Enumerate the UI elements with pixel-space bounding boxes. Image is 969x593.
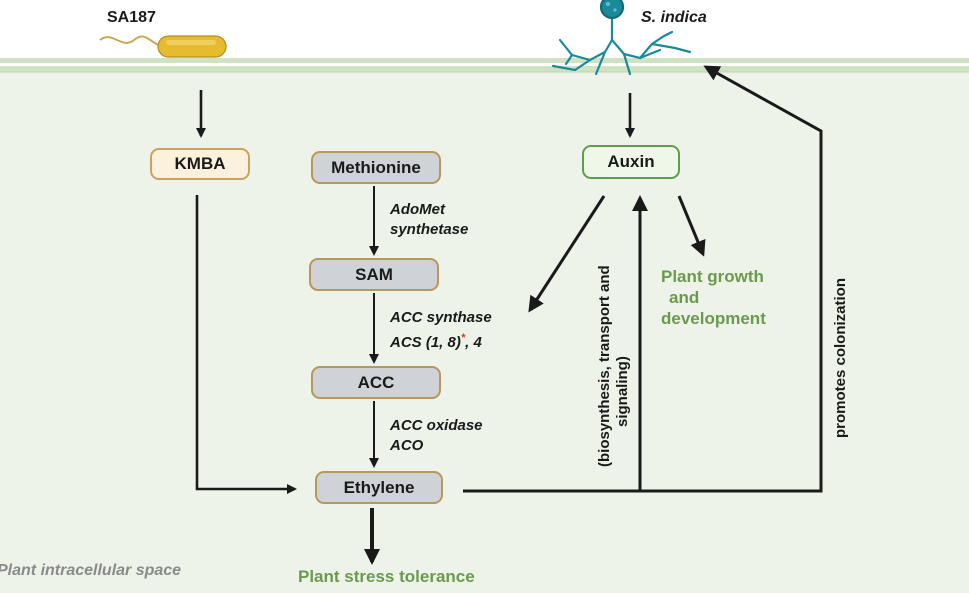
enzyme-adomet-synthetase: AdoMet synthetase: [390, 200, 468, 240]
bacterium-label: SA187: [107, 9, 156, 26]
outcome-growth: Plant growth and development: [661, 266, 766, 329]
enzyme-acs-suffix: , 4: [465, 334, 482, 351]
region-label: Plant intracellular space: [0, 562, 182, 579]
enzyme-aco: ACO: [390, 437, 424, 454]
arrow-auxin-to-sam: [528, 195, 606, 313]
auxin-role-line2: signaling): [614, 356, 631, 427]
enzyme-acs-isoforms: ACS (1, 8)*, 4: [390, 328, 492, 353]
enzyme-adomet-line2: synthetase: [390, 221, 469, 238]
arrow-auxin-to-growth: [677, 195, 706, 257]
colonization-annotation: promotes colonization: [832, 277, 849, 438]
arrow-kmba-to-ethylene: [195, 195, 297, 494]
fungus-icon: [551, 0, 692, 76]
enzyme-acc-oxidase-line1: ACC oxidase: [390, 417, 483, 434]
node-sam: SAM: [309, 258, 439, 291]
plasma-membrane: [0, 58, 969, 73]
auxin-role-annotation: (biosynthesis, transport and signaling): [596, 265, 632, 467]
node-ethylene: Ethylene: [315, 471, 443, 504]
outcome-growth-line2: and: [669, 288, 700, 307]
node-methionine: Methionine: [311, 151, 441, 184]
enzyme-adomet-line1: AdoMet: [390, 201, 445, 218]
enzyme-acc-synthase-line1: ACC synthase: [390, 309, 492, 326]
outcome-growth-line1: Plant growth: [661, 267, 764, 286]
outcome-growth-line3: development: [661, 309, 766, 328]
fungus-label: S. indica: [641, 9, 707, 26]
arrows: [195, 65, 823, 565]
node-kmba: KMBA: [150, 148, 250, 180]
node-auxin: Auxin: [582, 145, 680, 179]
bacterium-icon: [99, 35, 227, 58]
acs-asterisk: *: [460, 332, 466, 344]
enzyme-acs-prefix: ACS (1, 8): [390, 334, 461, 351]
enzyme-acc-synthase: ACC synthase ACS (1, 8)*, 4: [390, 308, 492, 353]
enzyme-acc-oxidase: ACC oxidase ACO: [390, 416, 483, 456]
outcome-stress-tolerance: Plant stress tolerance: [298, 567, 475, 586]
node-acc: ACC: [311, 366, 441, 399]
arrow-ethylene-to-colonization: [463, 65, 823, 493]
auxin-role-line1: (biosynthesis, transport and: [596, 265, 613, 467]
